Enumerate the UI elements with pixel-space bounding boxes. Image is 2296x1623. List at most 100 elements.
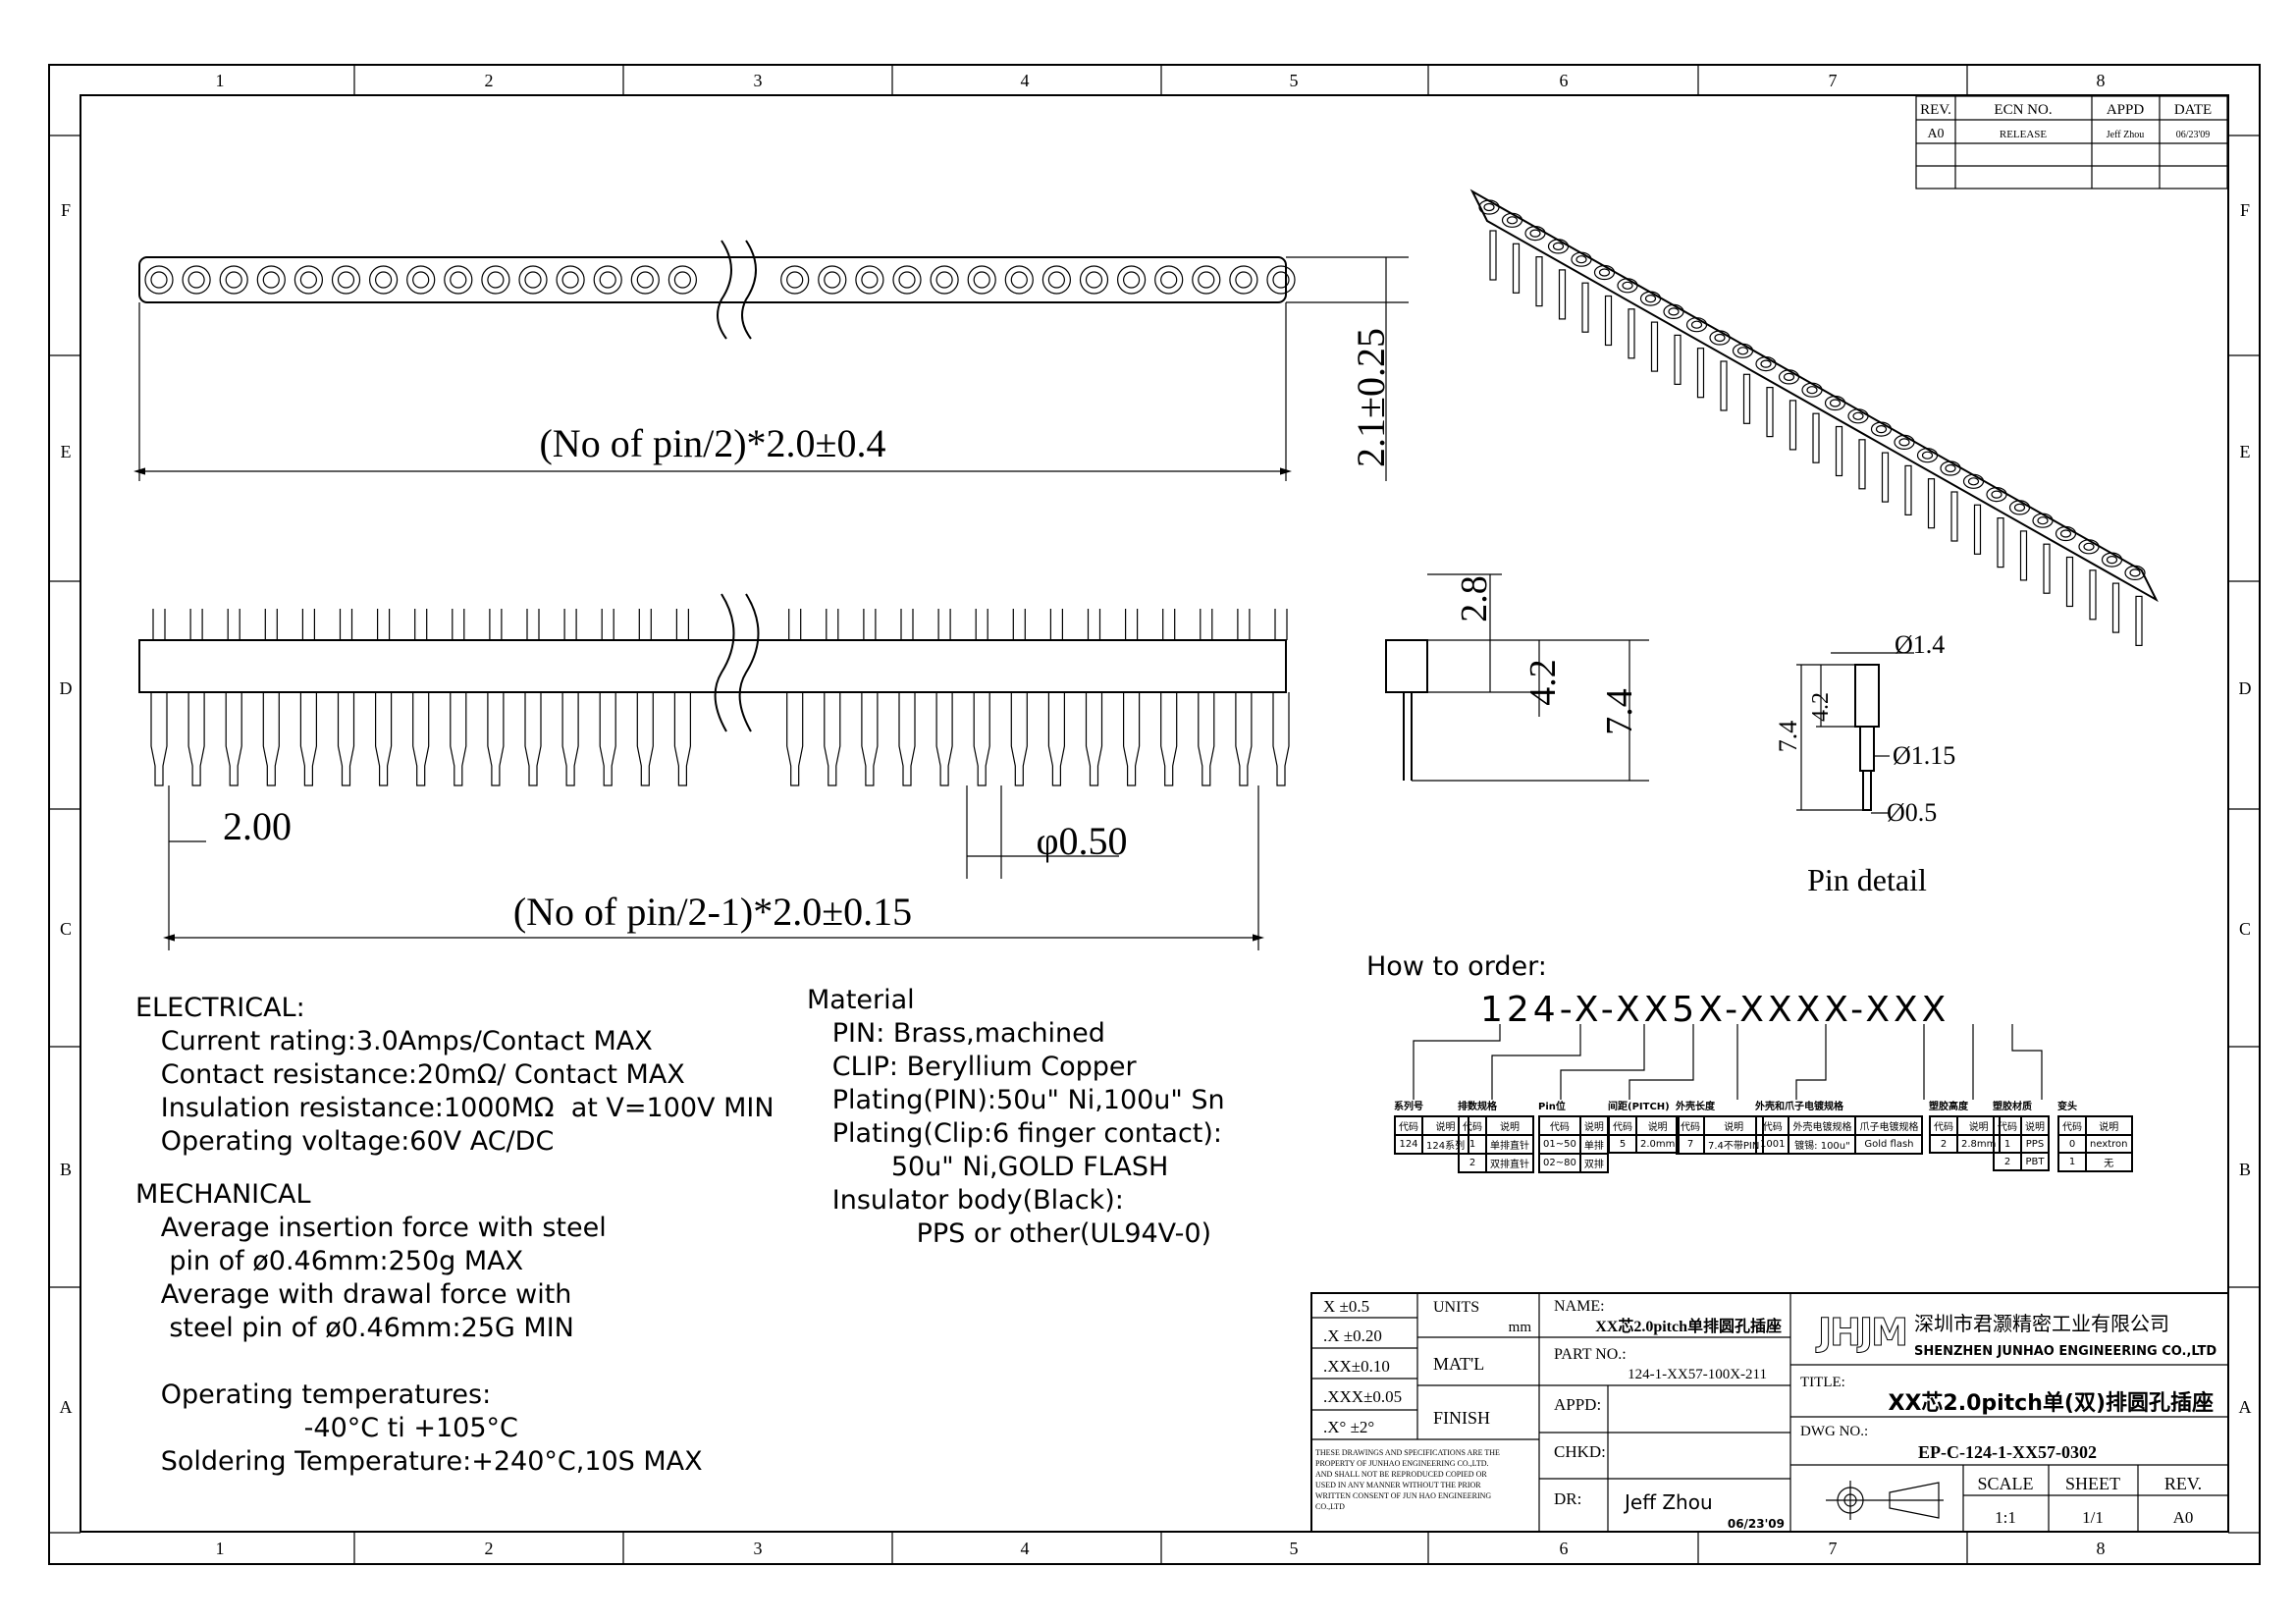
contact-hole bbox=[667, 265, 698, 295]
column-marker: 4 bbox=[1021, 1539, 1030, 1558]
finish-label: FINISH bbox=[1433, 1408, 1490, 1428]
material-line: Material bbox=[807, 985, 915, 1015]
contact-hole bbox=[967, 265, 996, 295]
row-marker: E bbox=[61, 442, 72, 461]
pin bbox=[487, 609, 505, 786]
column-marker: 1 bbox=[216, 71, 225, 90]
contact-hole bbox=[369, 265, 399, 295]
pin bbox=[524, 609, 542, 786]
chkd-label: CHKD: bbox=[1554, 1442, 1606, 1461]
pin bbox=[1558, 269, 1567, 320]
contact-hole bbox=[444, 265, 473, 295]
title-block: X ±0.5 .X ±0.20 .XX±0.10 .XXX±0.05 .X° ±… bbox=[1310, 1292, 2229, 1533]
order-table-cell: 2 bbox=[1929, 1134, 1958, 1154]
pin bbox=[150, 609, 168, 786]
company-logo: JHJM bbox=[1815, 1311, 1906, 1354]
column-marker: 3 bbox=[754, 71, 763, 90]
order-table-cell: 说明 bbox=[1578, 1115, 1609, 1136]
contact-hole bbox=[2032, 513, 2054, 528]
pin bbox=[561, 609, 579, 786]
pin bbox=[824, 609, 841, 786]
pitch-dim: 2.00 bbox=[223, 804, 292, 848]
column-marker: 1 bbox=[216, 1539, 225, 1558]
contact-hole bbox=[1478, 199, 1500, 215]
order-table-cell: 1 bbox=[2057, 1152, 2087, 1172]
appd-header: APPD bbox=[2107, 102, 2145, 118]
column-marker: 8 bbox=[2097, 71, 2106, 90]
pin bbox=[1123, 609, 1141, 786]
appd-value: Jeff Zhou bbox=[2107, 130, 2144, 140]
inner-border bbox=[80, 94, 2229, 1533]
date-header: DATE bbox=[2174, 102, 2212, 118]
scale-label: SCALE bbox=[1977, 1474, 2033, 1493]
pin-height-7-4: 7.4 bbox=[1774, 721, 1802, 753]
pin bbox=[1650, 321, 1659, 372]
order-table-label: 塑胶高度 bbox=[1929, 1102, 1968, 1112]
drawing-number: EP-C-124-1-XX57-0302 bbox=[1918, 1442, 2097, 1462]
order-table-cell: 说明 bbox=[2085, 1115, 2133, 1136]
contact-hole bbox=[1732, 343, 1754, 358]
order-table-cell: 镀锡: 100u" bbox=[1788, 1134, 1857, 1155]
column-marker: 3 bbox=[754, 1539, 763, 1558]
drawn-date: 06/23'09 bbox=[1728, 1517, 1785, 1531]
order-table-cell: 说明 bbox=[1702, 1115, 1765, 1136]
row-marker: B bbox=[60, 1160, 72, 1179]
order-table-cell: 单排 bbox=[1578, 1134, 1609, 1155]
pin bbox=[337, 609, 355, 786]
order-table-cell: 2 bbox=[1993, 1152, 2022, 1171]
column-marker: 5 bbox=[1290, 1539, 1299, 1558]
contact-hole bbox=[780, 265, 810, 295]
pin bbox=[1085, 609, 1103, 786]
contact-hole bbox=[2101, 552, 2123, 568]
notice-line: AND SHALL NOT BE REPRODUCED COPIED OR bbox=[1315, 1470, 1487, 1479]
break-symbol bbox=[714, 593, 760, 732]
order-table-cell: 无 bbox=[2085, 1152, 2133, 1172]
pin bbox=[1789, 400, 1797, 451]
row-marker: D bbox=[60, 678, 73, 698]
pin-height-4-2: 4.2 bbox=[1808, 692, 1834, 722]
order-table-cell: Gold flash bbox=[1854, 1134, 1924, 1155]
contact-hole bbox=[1639, 291, 1662, 306]
contact-hole bbox=[556, 265, 585, 295]
contact-hole bbox=[2055, 525, 2077, 542]
end-dim-2-8: 2.8 bbox=[1454, 575, 1495, 622]
order-table-label: 外壳长度 bbox=[1676, 1102, 1715, 1112]
contact-hole bbox=[1041, 265, 1072, 295]
contact-hole bbox=[1755, 356, 1777, 372]
column-marker: 8 bbox=[2097, 1539, 2106, 1558]
pin bbox=[187, 609, 205, 786]
contact-hole bbox=[593, 265, 622, 295]
contact-hole bbox=[2124, 565, 2146, 581]
material-line: PPS or other(UL94V-0) bbox=[807, 1218, 1212, 1249]
top-length-dim: (No of pin/2)*2.0±0.4 bbox=[539, 421, 885, 465]
pin bbox=[1010, 609, 1028, 786]
column-marker: 5 bbox=[1290, 71, 1299, 90]
end-view: 2.8 4.2 7.4 bbox=[1385, 573, 1649, 782]
column-marker: 7 bbox=[1829, 1539, 1838, 1558]
contact-hole bbox=[1079, 265, 1109, 295]
pin-diameter-dim: φ0.50 bbox=[1036, 819, 1127, 863]
dwg-no-label: DWG NO.: bbox=[1800, 1424, 1868, 1439]
electrical-line: Contact resistance:20mΩ/ Contact MAX bbox=[135, 1059, 685, 1090]
material-line: PIN: Brass,machined bbox=[807, 1018, 1105, 1049]
name-label: NAME: bbox=[1554, 1298, 1605, 1315]
pin bbox=[2043, 543, 2051, 594]
ecn-header: ECN NO. bbox=[1994, 102, 2052, 118]
column-marker: 4 bbox=[1021, 71, 1030, 90]
pin bbox=[861, 609, 879, 786]
contact-hole bbox=[1870, 421, 1893, 437]
order-table-cell: 1001 bbox=[1754, 1134, 1790, 1155]
pin bbox=[2135, 595, 2143, 647]
pin bbox=[1766, 387, 1774, 438]
order-table-cell: 代码 bbox=[1676, 1115, 1705, 1136]
contact-hole bbox=[818, 265, 847, 295]
order-table-cell: 1 bbox=[1458, 1134, 1487, 1155]
electrical-line: Insulation resistance:1000MΩ at V=100V M… bbox=[135, 1093, 774, 1123]
row-marker: E bbox=[2240, 442, 2251, 461]
pin bbox=[2089, 569, 2097, 621]
pin bbox=[1198, 609, 1215, 786]
material-label: MAT'L bbox=[1433, 1354, 1484, 1374]
revision-table: REV. ECN NO. APPD DATE A0 RELEASE Jeff Z… bbox=[1915, 95, 2228, 189]
